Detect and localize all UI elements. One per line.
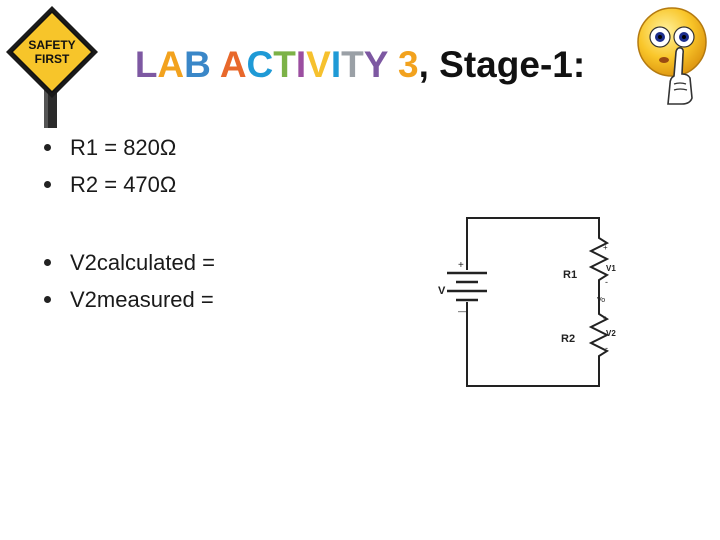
source-minus: — [458,306,467,316]
v1-minus: - [605,277,608,287]
title-letter [388,44,398,85]
title-letter: C [246,44,274,85]
title-letter [211,44,220,85]
r2-resistor-icon [588,306,610,368]
title-letter: B [184,44,211,85]
v2-plus: + [603,314,608,323]
title-letter: A [219,44,247,85]
title-letter: I [295,44,307,85]
title-letter: I [330,44,342,85]
title-letter: 3 [398,44,419,85]
safety-first-sign-icon: SAFETY FIRST [6,6,98,128]
list-item-v2calculated: V2calculated = [40,244,215,281]
page-title: LAB ACTIVITY 3, Stage-1: [0,44,720,86]
v2-label: V2 [606,329,616,338]
list-item-v2measured: V2measured = [40,281,215,318]
title-letter: V [306,44,331,85]
title-letter: L [134,44,158,85]
r1-resistor-icon [588,228,610,306]
battery-icon [447,271,487,302]
sign-line1: SAFETY [28,38,75,52]
source-plus: + [458,260,464,271]
title-rest: , Stage-1: [418,44,586,85]
title-letter: T [341,44,364,85]
list-item-r2: R2 = 470Ω [40,166,176,203]
voltage-divider-circuit-diagram: + — V R1 R2 + V1 - Vo + V2 - [438,217,616,387]
title-letter: Y [363,44,388,85]
list-item-r1: R1 = 820Ω [40,129,176,166]
circuit-wire-top [466,217,600,270]
r2-label: R2 [561,333,575,345]
title-letter: A [157,44,185,85]
circuit-wire-bottom [466,302,600,387]
resistor-list: R1 = 820Ω R2 = 470Ω [40,129,176,203]
title-letter: T [273,44,296,85]
voltage-list: V2calculated = V2measured = [40,244,215,318]
shush-emoji-icon [637,7,707,105]
source-label: V [438,285,446,297]
v1-plus: + [603,243,608,252]
title-colored-text: LAB ACTIVITY 3 [135,44,419,85]
sign-line2: FIRST [35,52,70,66]
v2-minus: - [605,343,608,353]
v1-label: V1 [606,264,616,273]
vo-label: Vo [597,297,605,304]
r1-label: R1 [563,269,577,281]
